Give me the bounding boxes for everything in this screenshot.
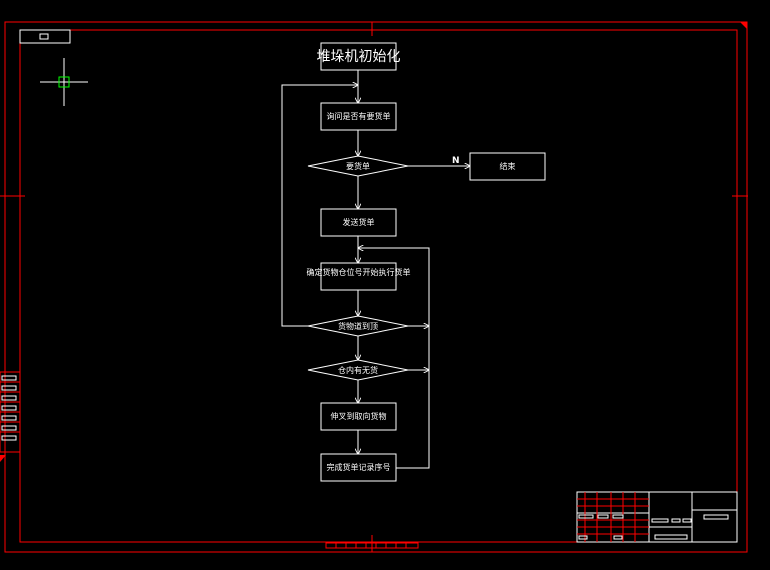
edge-label-no: N: [452, 156, 460, 166]
node-end-label: 结束: [500, 161, 516, 171]
title-block: [576, 491, 738, 543]
decision-empty[interactable]: 仓内有无货: [307, 359, 409, 381]
node-done-label: 完成货单记录序号: [327, 462, 391, 472]
decision-has-order[interactable]: 要货单: [307, 155, 409, 177]
decision-arrived[interactable]: 货物道到顶: [307, 315, 409, 337]
node-send[interactable]: 发送货单: [320, 208, 397, 237]
node-locate[interactable]: 确定货物仓位号开始执行货单: [307, 262, 411, 291]
node-ask-label: 询问是否有要货单: [327, 111, 391, 121]
left-side-block: [0, 371, 21, 453]
flowchart: 堆垛机初始化 询问是否有要货单 要货单 结束 发送货单 确定货物仓位号开始执行货…: [281, 42, 546, 482]
bottom-scale-ticks: [325, 542, 419, 549]
node-locate-label: 确定货物仓位号开始执行货单: [307, 267, 411, 277]
drawing-frame: [0, 21, 748, 553]
decision-empty-label: 仓内有无货: [338, 365, 378, 375]
flow-edges: [281, 70, 470, 469]
crosshair-cursor-icon: [40, 58, 88, 106]
decision-has-order-label: 要货单: [346, 161, 370, 171]
node-pick[interactable]: 伸叉到取向货物: [320, 402, 397, 431]
node-end[interactable]: 结束: [469, 152, 546, 181]
node-done[interactable]: 完成货单记录序号: [320, 453, 397, 482]
node-init[interactable]: 堆垛机初始化: [317, 42, 401, 71]
node-init-label: 堆垛机初始化: [317, 48, 401, 65]
node-ask[interactable]: 询问是否有要货单: [320, 102, 397, 131]
node-pick-label: 伸叉到取向货物: [331, 411, 387, 421]
node-send-label: 发送货单: [343, 217, 375, 227]
view-indicator-box[interactable]: [19, 29, 71, 44]
decision-arrived-label: 货物道到顶: [338, 321, 378, 331]
